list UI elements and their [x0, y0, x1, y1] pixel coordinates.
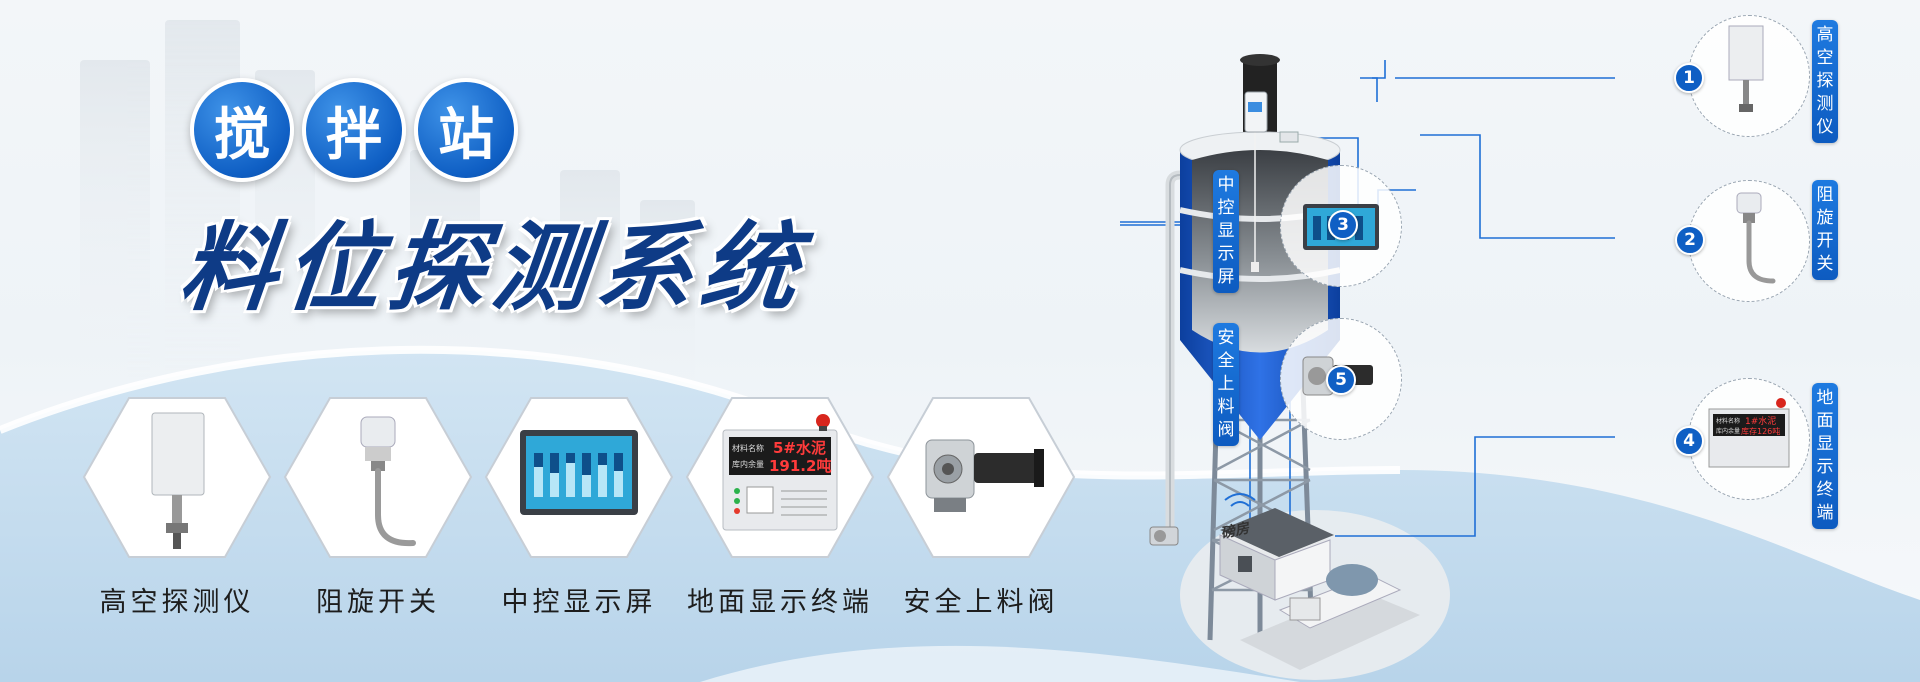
title-char: 拌 — [302, 78, 406, 182]
product-label: 安全上料阀 — [903, 587, 1059, 618]
terminal-tag: 材料名称 — [1716, 417, 1740, 425]
rotary-paddle-switch-icon — [283, 397, 473, 558]
callout-label: 中控显示屏 — [1213, 170, 1239, 293]
page-subtitle: 料位探测系统 — [175, 211, 812, 324]
product-safety-valve[interactable]: 安全上料阀 — [886, 395, 1076, 619]
callout-rotary-switch — [1688, 180, 1810, 302]
callout-label: 高空探测仪 — [1812, 20, 1838, 143]
control-display-screen-icon — [484, 397, 674, 558]
ground-display-terminal-icon: 材料名称 库内余量 1#水泥 库存126吨 — [1708, 398, 1790, 468]
rotary-paddle-switch-icon — [1736, 192, 1776, 284]
product-label: 高空探测仪 — [99, 587, 255, 618]
product-control-display[interactable]: 中控显示屏 — [484, 395, 674, 619]
terminal-material: 5#水泥 — [773, 439, 826, 457]
safety-feed-valve-icon — [886, 397, 1076, 558]
title-char: 搅 — [190, 78, 294, 182]
callout-number: 1 — [1674, 63, 1704, 93]
callout-ground-terminal: 材料名称 库内余量 1#水泥 库存126吨 — [1688, 378, 1810, 500]
callout-number: 5 — [1326, 365, 1356, 395]
terminal-amount: 库存126吨 — [1741, 426, 1780, 436]
terminal-material: 1#水泥 — [1745, 415, 1776, 427]
silo-diagram: 高空探测仪 1 阻旋开关 2 中控显示屏 3 安全上料阀 5 — [1120, 0, 1920, 682]
weigh-house — [1219, 508, 1334, 601]
terminal-tag: 材料名称 — [732, 443, 764, 453]
callout-detector — [1688, 15, 1810, 137]
terminal-tag: 库内余量 — [1716, 427, 1740, 435]
title-char: 站 — [414, 78, 518, 182]
high-altitude-detector-icon — [1728, 25, 1764, 112]
callout-label: 阻旋开关 — [1812, 180, 1838, 280]
callout-label: 地面显示终端 — [1812, 383, 1838, 529]
product-high-altitude-detector[interactable]: 高空探测仪 — [82, 395, 272, 619]
high-altitude-detector-icon — [82, 397, 272, 558]
callout-label: 安全上料阀 — [1213, 323, 1239, 446]
terminal-tag: 库内余量 — [732, 459, 764, 469]
product-label: 中控显示屏 — [501, 587, 657, 618]
terminal-amount: 191.2吨 — [769, 457, 831, 475]
product-label: 阻旋开关 — [316, 587, 440, 618]
ground-display-terminal-icon: 材料名称 库内余量 5#水泥 191.2吨 — [685, 397, 875, 558]
title-badges: 搅 拌 站 — [190, 78, 518, 182]
callout-number: 4 — [1674, 426, 1704, 456]
product-label: 地面显示终端 — [687, 587, 873, 618]
callout-number: 3 — [1328, 210, 1358, 240]
product-rotary-switch[interactable]: 阻旋开关 — [283, 395, 473, 619]
product-ground-terminal[interactable]: 材料名称 库内余量 5#水泥 191.2吨 地面显示终端 — [685, 395, 875, 619]
callout-number: 2 — [1675, 225, 1705, 255]
